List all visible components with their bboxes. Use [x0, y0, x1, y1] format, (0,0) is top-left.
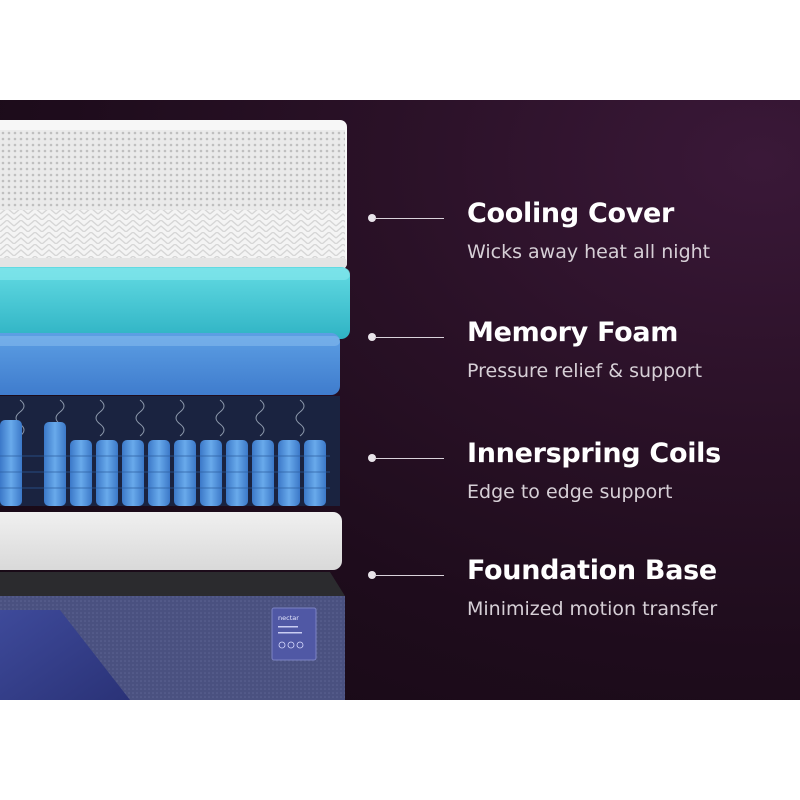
mattress-cover-body: nectar [0, 596, 345, 700]
feature-subtitle: Pressure relief & support [467, 360, 703, 382]
connector-dot-icon [368, 333, 376, 341]
feature-title: Cooling Cover [467, 198, 675, 229]
connector-line [368, 571, 444, 579]
feature-subtitle: Edge to edge support [467, 481, 673, 503]
connector-dot-icon [368, 571, 376, 579]
feature-subtitle: Wicks away heat all night [467, 241, 711, 263]
feature-innerspring-coils: Innerspring Coils Edge to edge support [368, 438, 798, 526]
feature-cooling-cover: Cooling Cover Wicks away heat all night [368, 198, 798, 286]
feature-title: Memory Foam [467, 317, 679, 348]
connector-line [368, 454, 444, 462]
feature-foundation-base: Foundation Base Minimized motion transfe… [368, 555, 798, 643]
connector-line [368, 214, 444, 222]
feature-subtitle: Minimized motion transfer [467, 598, 718, 620]
feature-label-list: Cooling Cover Wicks away heat all night … [0, 100, 800, 700]
connector-dot-icon [368, 454, 376, 462]
foundation-base-layer [0, 512, 345, 596]
mattress-cutaway-illustration: nectar [0, 120, 350, 700]
feature-title: Innerspring Coils [467, 438, 721, 469]
connector-line [368, 333, 444, 341]
feature-memory-foam: Memory Foam Pressure relief & support [368, 317, 798, 405]
mattress-brand-label: nectar [278, 614, 299, 622]
memory-foam-bottom-layer [0, 333, 340, 395]
cooling-cover-layer [0, 120, 347, 270]
feature-title: Foundation Base [467, 555, 717, 586]
product-layers-panel: nectar Cooling Cover Wicks away heat all… [0, 100, 800, 700]
connector-dot-icon [368, 214, 376, 222]
innerspring-coils-layer [0, 396, 340, 506]
memory-foam-top-layer [0, 267, 350, 339]
